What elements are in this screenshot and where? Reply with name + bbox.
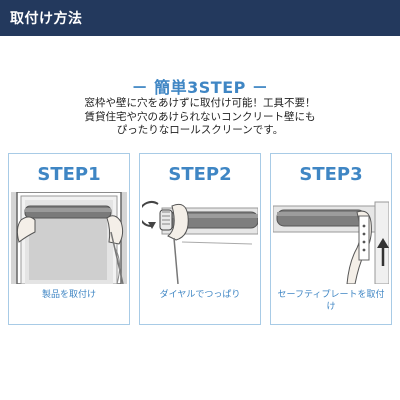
safety-plate-illustration bbox=[273, 192, 389, 284]
intro-text: 窓枠や壁に穴をあけずに取付け可能！工具不要！ 賃貸住宅や穴のあけられないコンクリ… bbox=[0, 97, 400, 138]
intro-line: 賃貸住宅や穴のあけられないコンクリート壁にも bbox=[84, 110, 316, 123]
step-card-1: STEP1 製品を取付け bbox=[8, 153, 130, 325]
page-title: 取付け方法 bbox=[10, 11, 83, 27]
intro-line: ぴったりなロールスクリーンです。 bbox=[116, 124, 284, 136]
header-bar: 取付け方法 bbox=[0, 0, 400, 36]
intro-line: 窓枠や壁に穴をあけずに取付け可能！工具不要！ bbox=[84, 97, 316, 109]
step-card-2: STEP2 ダイヤルでつっぱり bbox=[139, 153, 261, 325]
step-title: STEP2 bbox=[168, 164, 232, 185]
step-title: STEP1 bbox=[37, 164, 101, 185]
install-illustration bbox=[11, 192, 127, 284]
step-card-3: STEP3 セーフティプレートを取付け bbox=[270, 153, 392, 325]
step-caption: セーフティプレートを取付け bbox=[277, 290, 385, 312]
step-title: STEP3 bbox=[299, 164, 363, 185]
step-caption: ダイヤルでつっぱり bbox=[159, 290, 241, 300]
dial-tension-illustration bbox=[142, 192, 258, 284]
section-title: － 簡単3STEP － bbox=[131, 78, 269, 97]
step-caption: 製品を取付け bbox=[41, 290, 96, 300]
